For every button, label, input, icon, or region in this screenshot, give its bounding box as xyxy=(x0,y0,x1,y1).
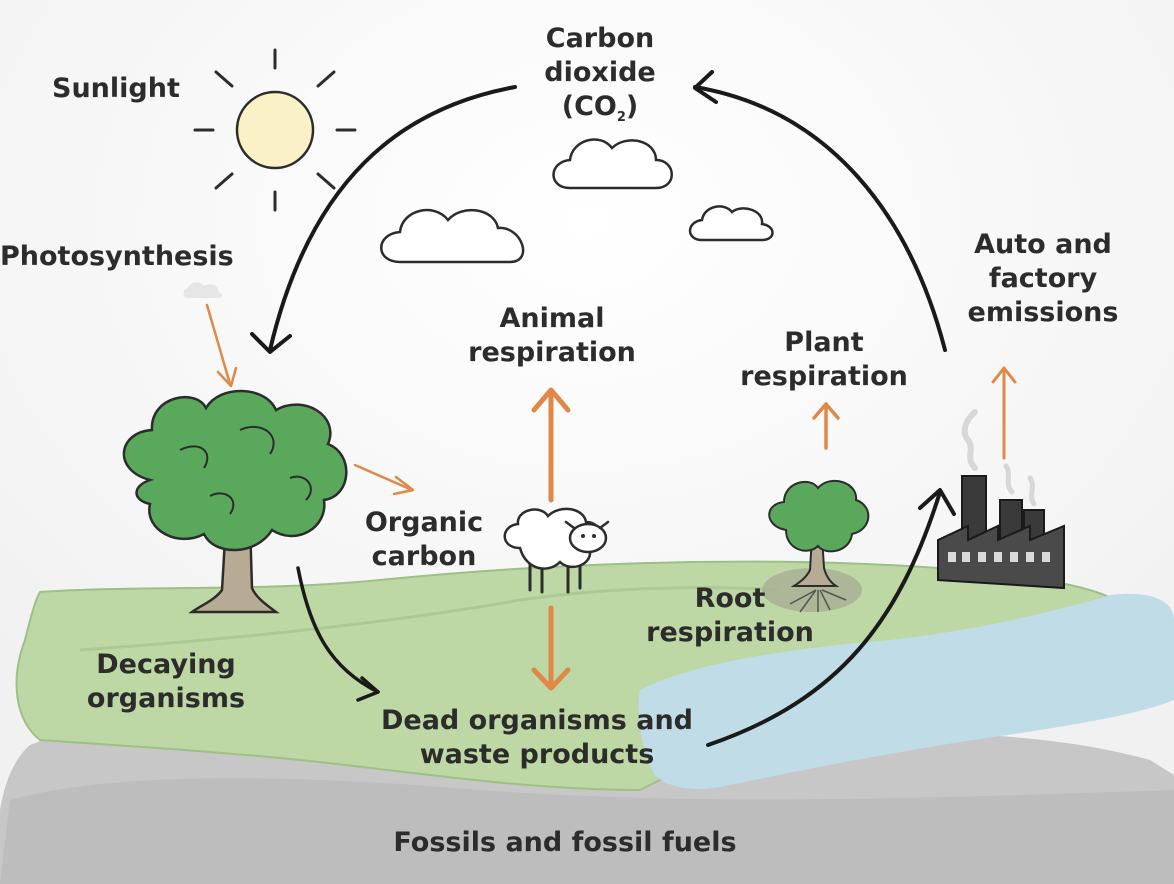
decaying-organisms-label: Decaying organisms xyxy=(78,648,254,716)
organic-carbon-label: Organic carbon xyxy=(356,506,492,574)
co2-label-subscript: 2 xyxy=(616,110,626,125)
animal-respiration-line2: respiration xyxy=(468,337,636,368)
grass-ridge xyxy=(79,586,781,652)
emissions-to-co2-arrow xyxy=(693,70,947,352)
emissions-line3: emissions xyxy=(967,297,1119,328)
photosynthesis-arrow xyxy=(205,303,238,388)
animal-respiration-label: Animal respiration xyxy=(460,302,644,370)
co2-label-line1: Carbon xyxy=(545,23,655,54)
small-tree-icon xyxy=(762,479,870,613)
co2-to-tree-arrow xyxy=(250,85,517,354)
co2-label: Carbon dioxide (CO2) xyxy=(540,22,660,135)
organic-carbon-line1: Organic xyxy=(364,507,484,538)
decaying-line2: organisms xyxy=(86,683,246,714)
root-respiration-label: Root respiration xyxy=(640,582,820,650)
dead-organisms-arrow xyxy=(531,605,571,691)
dead-line1: Dead organisms and xyxy=(380,705,693,736)
sun-icon xyxy=(193,48,357,212)
emissions-line1: Auto and xyxy=(974,229,1112,260)
water-body xyxy=(638,593,1174,789)
plant-respiration-arrow xyxy=(812,402,840,450)
fossil-rock-shadow xyxy=(0,778,1174,884)
co2-label-open: (CO xyxy=(561,91,617,122)
factory-icon xyxy=(937,409,1065,590)
plant-respiration-label: Plant respiration xyxy=(736,326,912,394)
organic-carbon-arrow xyxy=(353,463,415,496)
root-respiration-line2: respiration xyxy=(646,617,814,648)
dead-to-factory-arrow xyxy=(706,488,956,747)
animal-respiration-line1: Animal xyxy=(499,303,605,334)
cloud-icon xyxy=(688,205,774,242)
cloud-icon xyxy=(380,208,525,264)
decaying-line1: Decaying xyxy=(96,649,236,680)
plant-respiration-line2: respiration xyxy=(740,361,908,392)
tree-icon xyxy=(122,389,348,614)
co2-label-line3: (CO2) xyxy=(540,90,660,135)
tree-to-dead-arrow xyxy=(296,566,380,702)
emissions-arrow xyxy=(991,366,1017,460)
dead-line2: waste products xyxy=(419,739,655,770)
organic-carbon-line2: carbon xyxy=(371,541,477,572)
sheep-icon xyxy=(503,507,610,594)
plant-respiration-line1: Plant xyxy=(784,327,864,358)
dead-organisms-label: Dead organisms and waste products xyxy=(374,704,700,772)
sunlight-label: Sunlight xyxy=(52,73,180,104)
animal-respiration-arrow xyxy=(531,387,571,503)
root-respiration-line1: Root xyxy=(694,583,766,614)
small-cloud-icon xyxy=(183,282,223,298)
cloud-icon xyxy=(552,138,673,190)
photosynthesis-label: Photosynthesis xyxy=(0,241,234,272)
fossils-label: Fossils and fossil fuels xyxy=(393,827,737,858)
emissions-label: Auto and factory emissions xyxy=(960,228,1126,330)
emissions-line2: factory xyxy=(988,263,1098,294)
co2-label-close: ) xyxy=(625,91,639,122)
co2-label-line2: dioxide xyxy=(544,57,656,88)
